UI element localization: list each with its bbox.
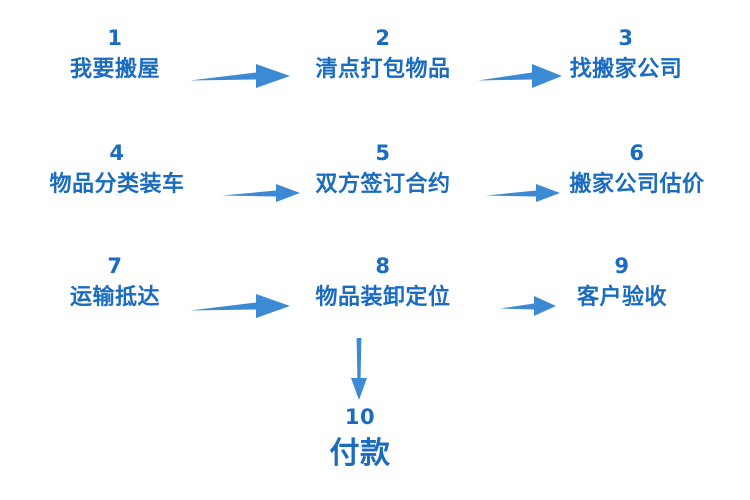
flow-node-5-label: 双方签订合约: [315, 172, 451, 197]
flow-node-1-number: 1: [107, 26, 123, 50]
flow-node-8-label: 物品装卸定位: [315, 285, 451, 310]
flow-node-4[interactable]: 4 物品分类装车: [49, 141, 185, 197]
arrow-8-to-9: [500, 294, 556, 318]
flow-node-5-number: 5: [375, 141, 391, 165]
flow-node-7-number: 7: [107, 254, 123, 278]
flow-node-3-label: 找搬家公司: [569, 57, 683, 82]
flow-node-1-label: 我要搬屋: [69, 57, 161, 82]
arrow-5-to-6: [486, 182, 560, 204]
arrow-4-to-5: [222, 182, 300, 204]
flow-node-3-number: 3: [618, 26, 634, 50]
flow-node-2-number: 2: [375, 26, 391, 50]
flow-node-2-label: 清点打包物品: [315, 57, 451, 82]
flow-node-7-label: 运输抵达: [69, 285, 161, 310]
flow-node-4-label: 物品分类装车: [49, 172, 185, 197]
arrow-7-to-8: [190, 292, 290, 320]
flow-node-9[interactable]: 9 客户验收: [576, 254, 668, 310]
flow-node-6-number: 6: [629, 141, 645, 165]
flow-node-5[interactable]: 5 双方签订合约: [315, 141, 451, 197]
flow-node-1[interactable]: 1 我要搬屋: [69, 26, 161, 82]
flow-node-9-label: 客户验收: [576, 285, 668, 310]
arrow-1-to-2: [190, 62, 290, 90]
flow-node-10[interactable]: 10 付款: [330, 407, 391, 470]
arrow-2-to-3: [478, 62, 562, 90]
arrow-8-to-10: [343, 338, 375, 400]
flow-node-9-number: 9: [614, 254, 630, 278]
flow-node-2[interactable]: 2 清点打包物品: [315, 26, 451, 82]
flow-node-8[interactable]: 8 物品装卸定位: [315, 254, 451, 310]
flow-node-3[interactable]: 3 找搬家公司: [569, 26, 683, 82]
flow-node-10-label: 付款: [329, 436, 391, 471]
flow-node-6-label: 搬家公司估价: [569, 172, 705, 197]
flow-node-10-number: 10: [344, 405, 376, 429]
flow-node-8-number: 8: [375, 254, 391, 278]
flow-node-7[interactable]: 7 运输抵达: [69, 254, 161, 310]
flow-node-6[interactable]: 6 搬家公司估价: [569, 141, 705, 197]
flow-node-4-number: 4: [109, 141, 125, 165]
